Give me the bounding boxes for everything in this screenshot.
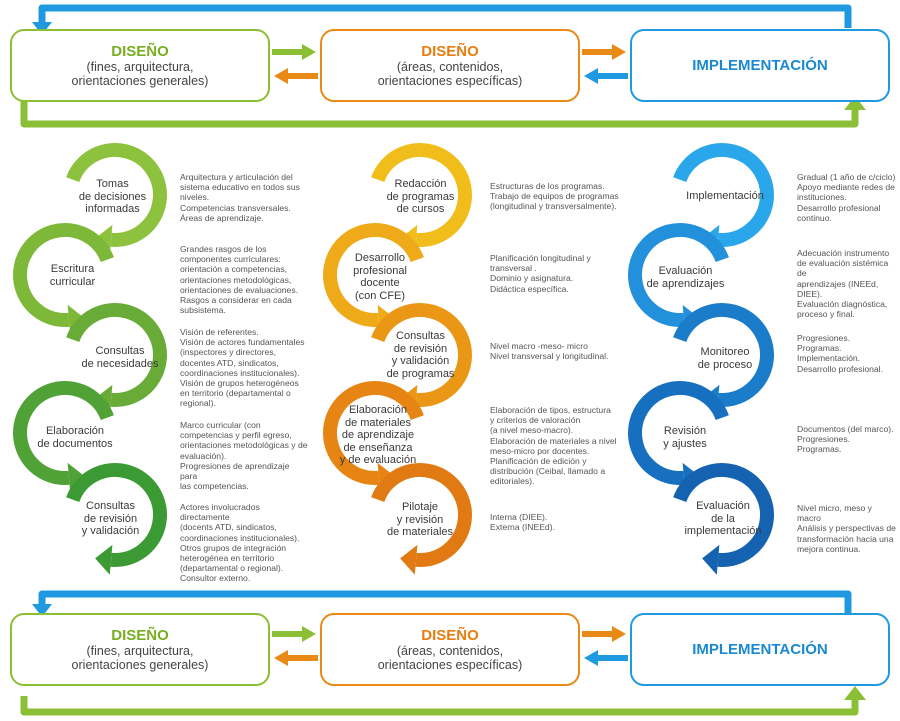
step-description: Estructuras de los programas.Trabajo de … — [490, 181, 619, 212]
process-loop-arrow — [673, 462, 774, 567]
top-feedback-loop-green — [20, 100, 859, 128]
top-return-loop-blue — [38, 4, 852, 28]
bottom-implementacion-box: IMPLEMENTACIÓN — [630, 613, 890, 686]
bottom-return-arrowhead — [32, 604, 52, 617]
bottom-diseno-general-box: DISEÑO (fines, arquitectura, orientacion… — [10, 613, 270, 686]
step-description: Actores involucrados directamente(docent… — [180, 502, 300, 584]
process-loop-arrow — [628, 380, 729, 485]
bottom-arrows-orange-blue — [582, 626, 628, 666]
process-loop-arrow — [13, 380, 114, 485]
box-subtitle: (fines, arquitectura, orientaciones gene… — [71, 60, 209, 88]
step-label: Consultas de revisión y validación de pr… — [386, 330, 455, 380]
bottom-arrows-green-orange — [272, 626, 318, 666]
box-title: DISEÑO — [421, 43, 479, 60]
box-title: IMPLEMENTACIÓN — [692, 641, 828, 658]
bottom-feedback-arrowhead — [844, 686, 866, 700]
top-implementacion-box: IMPLEMENTACIÓN — [630, 29, 890, 102]
step-label: Tomas de decisiones informadas — [78, 178, 147, 215]
process-loop-arrow — [628, 222, 729, 327]
process-loop-arrow — [371, 302, 472, 407]
top-arrows-green-orange — [272, 44, 318, 84]
box-title: DISEÑO — [111, 627, 169, 644]
step-description: Interna (DIEE).Externa (INEEd). — [490, 512, 555, 533]
step-label: Evaluación de aprendizajes — [646, 265, 725, 290]
box-subtitle: (áreas, contenidos, orientaciones especí… — [377, 644, 523, 672]
step-label: Desarrollo profesional docente (con CFE) — [353, 252, 407, 302]
step-label: Elaboración de materiales de aprendizaje… — [339, 404, 417, 466]
loop-arrowhead — [400, 544, 418, 575]
process-loop-arrow — [66, 302, 167, 407]
top-diseno-general-box: DISEÑO (fines, arquitectura, orientacion… — [10, 29, 270, 102]
top-arrows-orange-blue — [582, 44, 628, 84]
box-subtitle: (áreas, contenidos, orientaciones especí… — [377, 60, 523, 88]
process-loop-arrow — [323, 380, 424, 485]
bottom-return-loop-blue — [38, 590, 852, 620]
step-label: Evaluación de la implementación — [684, 500, 762, 537]
bottom-diseno-especifico-box: DISEÑO (áreas, contenidos, orientaciones… — [320, 613, 580, 686]
process-chain-program-design — [323, 142, 472, 575]
loop-arrowhead — [67, 462, 85, 493]
top-diseno-especifico-box: DISEÑO (áreas, contenidos, orientaciones… — [320, 29, 580, 102]
box-title: DISEÑO — [111, 43, 169, 60]
step-label: Escritura curricular — [49, 263, 96, 288]
process-loop-arrow — [66, 462, 167, 567]
process-loop-arrow — [13, 222, 114, 327]
step-label: Implementación — [686, 190, 764, 202]
process-chain-implementation — [628, 142, 774, 575]
step-description: Documentos (del marco).Progresiones.Prog… — [797, 424, 894, 455]
box-title: IMPLEMENTACIÓN — [692, 57, 828, 74]
top-feedback-arrowhead — [844, 96, 866, 110]
step-label: Consultas de revisión y validación — [81, 500, 140, 537]
step-label: Consultas de necesidades — [81, 345, 159, 370]
step-description: Progresiones.Programas.Implementación.De… — [797, 333, 883, 374]
box-subtitle: (fines, arquitectura, orientaciones gene… — [71, 644, 209, 672]
box-title: DISEÑO — [421, 627, 479, 644]
step-description: Gradual (1 año de c/ciclo)Apoyo mediante… — [797, 172, 896, 223]
step-label: Elaboración de documentos — [37, 425, 113, 450]
process-loop-arrow — [371, 462, 472, 567]
process-loop-arrow — [673, 142, 774, 247]
process-loop-arrow — [323, 222, 424, 327]
loop-arrowhead — [95, 544, 113, 575]
bottom-feedback-loop-green — [20, 696, 859, 716]
loop-arrowhead — [702, 544, 720, 575]
process-loop-arrow — [66, 142, 167, 247]
process-loop-arrow — [673, 302, 774, 407]
process-chain-curricular-design — [13, 142, 167, 575]
step-description: Visión de referentes.Visión de actores f… — [180, 327, 305, 409]
step-label: Pilotaje y revisión de materiales — [386, 501, 454, 538]
step-label: Monitoreo de proceso — [697, 346, 753, 371]
process-loop-arrow — [371, 142, 472, 247]
step-label: Redacción de programas de cursos — [386, 178, 455, 215]
top-return-arrowhead — [32, 22, 52, 35]
step-label: Revisión y ajustes — [663, 425, 707, 450]
